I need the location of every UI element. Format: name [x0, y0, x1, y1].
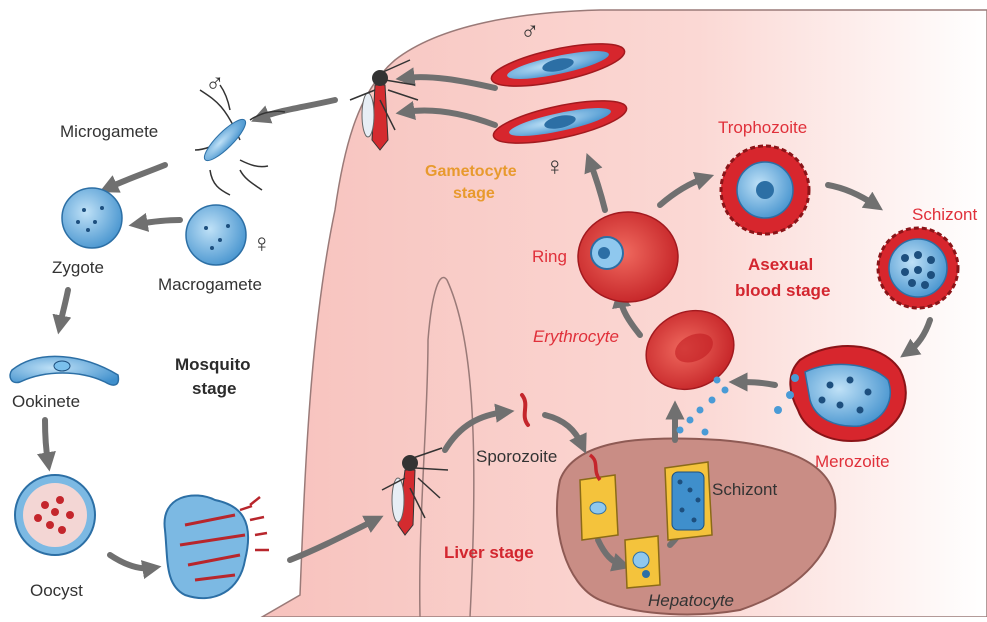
- label-ring: Ring: [532, 247, 567, 266]
- label-trophozoite: Trophozoite: [718, 118, 807, 137]
- ookinete-cell: [10, 356, 118, 385]
- male-symbol-microgamete: ♂: [205, 68, 225, 98]
- label-ookinete: Ookinete: [12, 392, 80, 411]
- bursting-oocyst-cell: [165, 495, 269, 598]
- label-zygote: Zygote: [52, 258, 104, 277]
- label-gametocyte-stage-line1: Gametocyte: [425, 163, 517, 180]
- label-hepatocyte: Hepatocyte: [648, 591, 734, 610]
- female-symbol-macrogamete: ♀: [252, 228, 272, 258]
- label-oocyst: Oocyst: [30, 581, 83, 600]
- microgamete-cell: [195, 85, 285, 195]
- label-sporozoite: Sporozoite: [476, 447, 557, 466]
- label-merozoite: Merozoite: [815, 452, 890, 471]
- macrogamete-cell: [186, 205, 246, 265]
- label-mosquito-stage-line2: stage: [192, 379, 236, 398]
- label-gametocyte-stage-line2: stage: [453, 185, 495, 202]
- label-microgamete: Microgamete: [60, 122, 158, 141]
- oocyst-cell: [15, 475, 95, 555]
- female-symbol-gametocyte: ♀: [545, 151, 565, 181]
- label-liver-stage: Liver stage: [444, 543, 534, 562]
- label-erythrocyte: Erythrocyte: [533, 327, 619, 346]
- label-schizont-liver: Schizont: [712, 480, 777, 499]
- trophozoite-rbc: [721, 146, 809, 234]
- label-mosquito-stage-line1: Mosquito: [175, 355, 251, 374]
- liver-schizont-hepatocyte: [665, 462, 712, 540]
- ring-stage-rbc: [578, 212, 678, 302]
- label-asexual-line1: Asexual: [748, 255, 813, 274]
- hepatocyte-cell: [625, 536, 660, 588]
- blood-schizont-rbc: [878, 228, 958, 308]
- label-macrogamete: Macrogamete: [158, 275, 262, 294]
- male-symbol-gametocyte: ♂: [520, 16, 540, 46]
- zygote-cell: [62, 188, 122, 248]
- label-asexual-line2: blood stage: [735, 281, 830, 300]
- label-schizont-blood: Schizont: [912, 205, 977, 224]
